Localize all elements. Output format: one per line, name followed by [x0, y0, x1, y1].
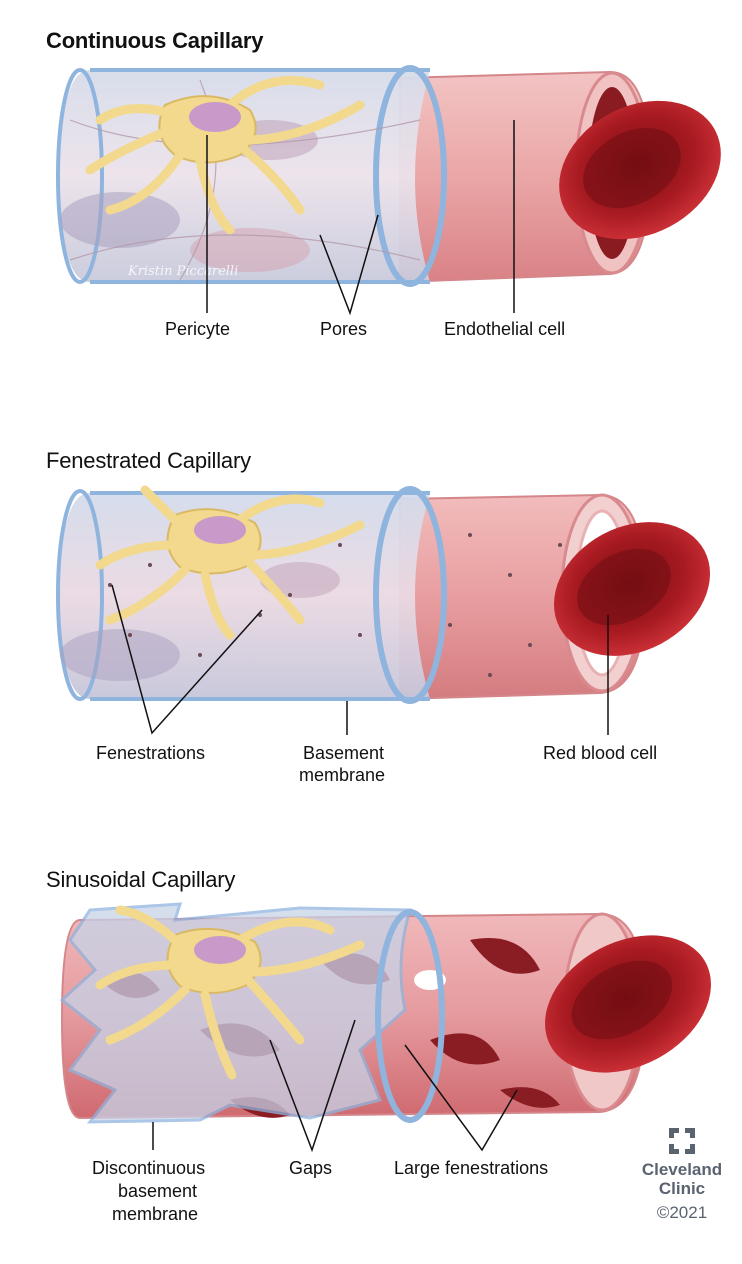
- label-basement-2: basement: [118, 1181, 198, 1201]
- cleveland-clinic-logo: Cleveland Clinic ©2021: [640, 1128, 724, 1224]
- sinusoidal-leader-lines: [152, 1019, 518, 1153]
- continuous-capillary-title: Continuous Capillary: [46, 28, 264, 53]
- brand-name-line2: Clinic: [658, 1179, 706, 1198]
- copyright: ©2021: [656, 1203, 708, 1222]
- cleveland-clinic-cross-icon: [669, 1128, 695, 1154]
- label-gaps: Gaps: [289, 1158, 333, 1178]
- label-red-blood-cell: Red blood cell: [543, 743, 658, 763]
- sinusoidal-capillary-illustration: [0, 900, 742, 1160]
- fenestrated-capillary-title: Fenestrated Capillary: [46, 448, 251, 473]
- label-fenestrations: Fenestrations: [96, 743, 206, 763]
- red-blood-cell: [559, 100, 721, 240]
- brand-name-line1: Cleveland: [641, 1160, 723, 1179]
- fenestrated-pericyte-cell: [95, 485, 365, 640]
- pericyte-cell: [85, 76, 365, 235]
- continuous-capillary-illustration: Kristin Piccarelli: [0, 60, 742, 360]
- label-large-fenestrations: Large fenestrations: [394, 1158, 549, 1178]
- sinusoidal-red-blood-cell: [545, 935, 711, 1073]
- label-pores: Pores: [320, 319, 368, 339]
- artist-signature: Kristin Piccarelli: [127, 264, 238, 279]
- sinusoidal-pericyte-cell: [95, 905, 365, 1080]
- label-basement: Basement: [303, 743, 385, 763]
- leader-lines: [206, 120, 515, 316]
- fenestrated-leader-lines: [111, 584, 609, 735]
- label-pericyte: Pericyte: [165, 319, 231, 339]
- label-membrane-2: membrane: [112, 1204, 199, 1224]
- sinusoidal-capillary-title: Sinusoidal Capillary: [46, 867, 236, 892]
- label-membrane: membrane: [299, 765, 386, 785]
- fenestrated-capillary-illustration: [0, 485, 742, 745]
- label-discontinuous: Discontinuous: [92, 1158, 206, 1178]
- label-endothelial-cell: Endothelial cell: [444, 319, 566, 339]
- basement-sheath: [56, 65, 447, 287]
- fenestrated-red-blood-cell: [553, 522, 711, 656]
